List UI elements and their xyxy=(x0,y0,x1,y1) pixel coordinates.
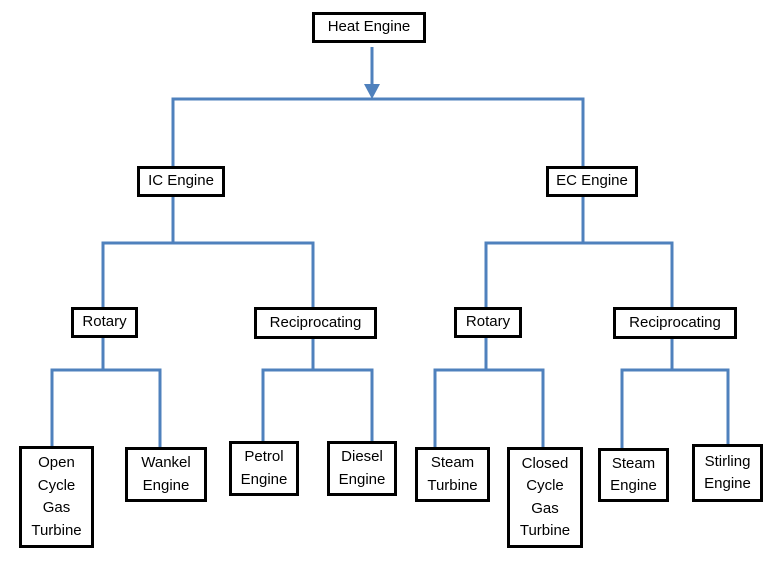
node-stirling-engine: Stirling Engine xyxy=(692,444,763,502)
node-steam-turbine: Steam Turbine xyxy=(415,447,490,502)
node-closed-cycle-gas-turbine: Closed Cycle Gas Turbine xyxy=(507,447,583,548)
node-heat-engine: Heat Engine xyxy=(312,12,426,43)
connector-ic-recip-bracket xyxy=(261,368,374,441)
node-diesel-engine: Diesel Engine xyxy=(327,441,397,496)
node-ec-engine: EC Engine xyxy=(546,166,638,197)
node-ec-reciprocating: Reciprocating xyxy=(613,307,737,339)
connector-ec-rotary-bracket xyxy=(433,368,545,447)
node-petrol-engine: Petrol Engine xyxy=(229,441,299,496)
node-ec-rotary: Rotary xyxy=(454,307,522,338)
connector-ec-bracket xyxy=(484,241,674,307)
node-steam-engine: Steam Engine xyxy=(598,448,669,502)
connector-root-bracket xyxy=(171,97,585,166)
root-arrowhead-down-icon xyxy=(364,84,380,99)
node-ic-reciprocating: Reciprocating xyxy=(254,307,377,339)
node-wankel-engine: Wankel Engine xyxy=(125,447,207,502)
connector-ic-rotary-bracket xyxy=(50,368,162,447)
node-open-cycle-gas-turbine: Open Cycle Gas Turbine xyxy=(19,446,94,548)
node-ic-engine: IC Engine xyxy=(137,166,225,197)
connector-ic-bracket xyxy=(101,241,315,307)
connector-ec-recip-bracket xyxy=(620,368,730,448)
node-ic-rotary: Rotary xyxy=(71,307,138,338)
